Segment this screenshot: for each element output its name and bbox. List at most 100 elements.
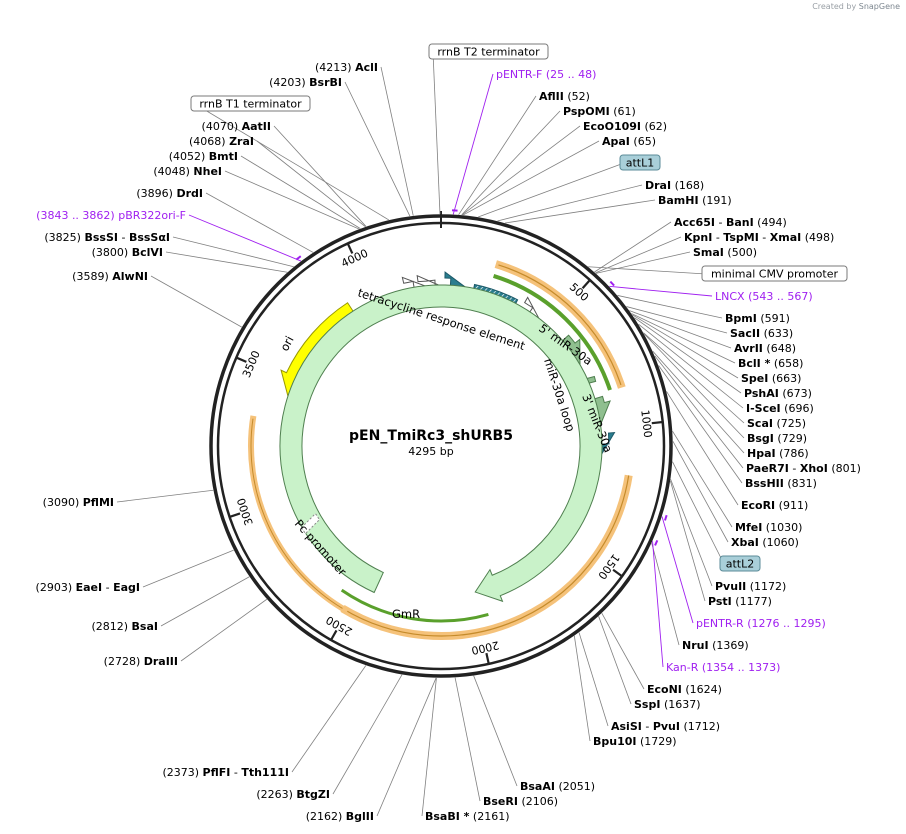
- site-label-asisi: AsiSI - PvuI (1712): [611, 720, 720, 733]
- site-position: (168): [675, 179, 705, 192]
- leader-line: [194, 103, 390, 221]
- site-label-xbai: XbaI (1060): [731, 536, 799, 549]
- site-position: (543 .. 567): [748, 290, 813, 303]
- site-label-ecori: EcoRI (911): [741, 499, 808, 512]
- site-name: BsaI: [132, 620, 158, 633]
- leader-line: [432, 51, 441, 215]
- boxed-label-attl1: attL1: [619, 154, 661, 171]
- site-name: DrdI: [176, 187, 203, 200]
- label-box: [701, 265, 848, 282]
- site-name: KpnI: [684, 231, 712, 244]
- site-label-bcli: BclI * (658): [738, 357, 803, 370]
- label-box: [619, 154, 661, 171]
- site-position: (1729): [640, 735, 677, 748]
- leader-line: [672, 461, 725, 565]
- leader-line: [594, 221, 672, 273]
- leader-line: [652, 350, 745, 454]
- site-name: EagI: [113, 581, 140, 594]
- site-name: AflII: [539, 90, 564, 103]
- gmr-line: [340, 588, 489, 623]
- label-box: [719, 555, 761, 572]
- site-name: ScaI: [747, 417, 773, 430]
- site-name: BssSI: [84, 231, 118, 244]
- site-position: (4052): [169, 150, 206, 163]
- pbr322-marker: [295, 255, 302, 261]
- site-label-lncx: LNCX (543 .. 567): [715, 290, 813, 303]
- site-name: AatII: [242, 120, 271, 133]
- leader-line: [669, 480, 706, 602]
- site-name: BamHI: [658, 194, 699, 207]
- leader-line: [240, 155, 361, 229]
- site-position: (191): [702, 194, 732, 207]
- site-label-nhei: (4048) NheI: [153, 165, 222, 178]
- leader-line: [452, 73, 494, 215]
- site-position: (1637): [664, 698, 701, 711]
- leader-line: [617, 295, 723, 319]
- site-label-bmti: (4052) BmtI: [169, 150, 238, 163]
- site-label-psp: PspOMI (61): [563, 105, 636, 118]
- leader-line: [654, 355, 744, 469]
- tick-mark: [485, 652, 490, 665]
- site-position: (2812): [91, 620, 128, 633]
- site-label-bsabi: BsaBI * (2161): [425, 810, 510, 823]
- leader-line: [160, 576, 250, 627]
- site-position: (1172): [750, 580, 787, 593]
- site-label-bclvi: (3800) BclVI: [92, 246, 163, 259]
- tick-mark: [330, 629, 338, 641]
- site-name: HpaI: [747, 447, 776, 460]
- site-label-nrui: NruI (1369): [682, 639, 749, 652]
- leader-line: [380, 66, 414, 216]
- leader-line: [454, 677, 481, 802]
- tick-label: 3000: [235, 496, 256, 527]
- site-label-kpni: KpnI - TspMI - XmaI (498): [684, 231, 834, 244]
- leader-line: [661, 516, 694, 624]
- feature-label-ori: ori: [277, 334, 296, 354]
- site-name: SspI: [634, 698, 660, 711]
- site-position: (696): [784, 402, 814, 415]
- site-position: (2373): [162, 766, 199, 779]
- site-name: PvuI: [653, 720, 680, 733]
- site-label-bsaai: BsaAI (2051): [520, 780, 595, 793]
- leader-line: [172, 236, 294, 268]
- site-label-pflmi: (3090) PflMI: [43, 496, 114, 509]
- leader-line: [497, 184, 643, 222]
- site-position: (1712): [683, 720, 720, 733]
- leader-line: [421, 677, 437, 817]
- pc-promoter-arrow: [300, 512, 321, 535]
- leader-line: [638, 323, 744, 409]
- site-position: (673): [782, 387, 812, 400]
- site-name: EcoNI: [647, 683, 682, 696]
- site-position: (663): [772, 372, 802, 385]
- leader-line: [458, 95, 537, 215]
- leader-line: [651, 543, 680, 646]
- site-position: (1060): [762, 536, 799, 549]
- site-position: (4213): [315, 61, 352, 74]
- site-position: (801): [831, 462, 861, 475]
- site-label-bamhi: BamHI (191): [658, 194, 732, 207]
- site-name: XbaI: [731, 536, 759, 549]
- site-position: (591): [760, 312, 790, 325]
- site-name: BssHII: [745, 477, 784, 490]
- site-label-paer7: PaeR7I - XhoI (801): [746, 462, 861, 475]
- site-name: I-SceI: [746, 402, 781, 415]
- leader-line: [573, 635, 591, 742]
- site-position: (4203): [269, 76, 306, 89]
- site-name: BanI: [726, 216, 754, 229]
- site-name: Tth111I: [241, 766, 289, 779]
- site-name: NruI: [682, 639, 709, 652]
- site-position: (61): [613, 105, 636, 118]
- site-label-scai: ScaI (725): [747, 417, 806, 430]
- leader-line: [672, 430, 733, 528]
- leader-lines: [116, 51, 745, 817]
- snapgene-credit: Created by SnapGene: [812, 2, 900, 11]
- leader-line: [643, 332, 745, 424]
- site-name: pENTR-F: [496, 68, 542, 81]
- site-name: BsgI: [747, 432, 774, 445]
- leader-line: [666, 391, 739, 506]
- site-position: (2263): [256, 788, 293, 801]
- leader-line: [643, 333, 745, 439]
- site-position: (1369): [712, 639, 749, 652]
- site-label-sspi: SspI (1637): [634, 698, 701, 711]
- attl2-band-edge: [342, 475, 630, 637]
